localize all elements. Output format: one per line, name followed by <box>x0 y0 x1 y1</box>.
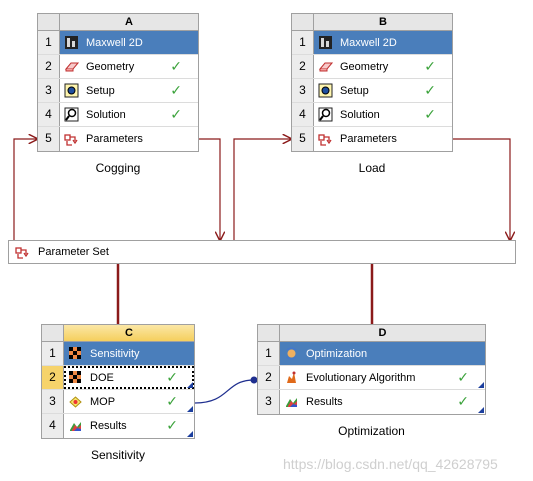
mop-icon <box>68 394 83 409</box>
evolutionary-algorithm-icon <box>284 370 299 385</box>
check-icon: ✓ <box>424 58 436 74</box>
system-header: A <box>38 14 198 31</box>
check-icon: ✓ <box>424 82 436 98</box>
check-icon: ✓ <box>166 393 178 409</box>
system-caption: Load <box>358 161 386 175</box>
check-icon: ✓ <box>166 417 178 433</box>
corner-triangle-icon <box>187 431 193 437</box>
results-icon <box>284 395 299 410</box>
geometry-icon <box>64 59 79 74</box>
check-icon: ✓ <box>170 106 182 122</box>
link-mop-to-evolutionary-algorithm <box>194 379 255 404</box>
check-icon: ✓ <box>457 369 469 385</box>
sensitivity-icon <box>68 346 83 361</box>
parameters-icon <box>318 132 333 147</box>
parameters-icon <box>15 245 30 260</box>
check-icon: ✓ <box>170 58 182 74</box>
setup-icon <box>64 83 79 98</box>
system-letter: B <box>314 14 452 30</box>
system-letter: D <box>280 325 485 341</box>
corner-triangle-icon <box>478 407 484 413</box>
system-caption: Cogging <box>95 161 141 175</box>
parameter-set-label: Parameter Set <box>38 246 109 258</box>
parameter-set-bar[interactable]: Parameter Set <box>8 240 516 264</box>
corner-triangle-icon <box>187 406 193 412</box>
system-letter: A <box>60 14 198 30</box>
check-icon: ✓ <box>457 393 469 409</box>
link-parameter-set-to-a <box>13 139 37 240</box>
system-letter: C <box>64 325 194 341</box>
corner-triangle-icon <box>187 382 193 388</box>
parameters-icon <box>64 132 79 147</box>
check-icon: ✓ <box>170 82 182 98</box>
system-header: B <box>292 14 452 31</box>
link-endpoint-dot <box>250 376 258 384</box>
maxwell-icon <box>64 35 79 50</box>
maxwell-icon <box>318 35 333 50</box>
link-a-to-parameter-set <box>198 138 220 240</box>
system-caption: Optimization <box>338 424 405 438</box>
results-icon <box>68 419 83 434</box>
corner-triangle-icon <box>478 382 484 388</box>
solution-icon <box>64 107 79 122</box>
system-header: C <box>42 325 194 342</box>
geometry-icon <box>318 59 333 74</box>
doe-icon <box>68 370 83 385</box>
link-b-to-parameter-set <box>452 138 510 240</box>
check-icon: ✓ <box>166 369 178 385</box>
link-parameter-set-to-b <box>233 139 291 240</box>
check-icon: ✓ <box>424 106 436 122</box>
watermark: https://blog.csdn.net/qq_42628795 <box>283 456 498 472</box>
system-caption: Sensitivity <box>90 448 146 462</box>
solution-icon <box>318 107 333 122</box>
optimization-icon <box>284 346 299 361</box>
system-header: D <box>258 325 485 342</box>
setup-icon <box>318 83 333 98</box>
